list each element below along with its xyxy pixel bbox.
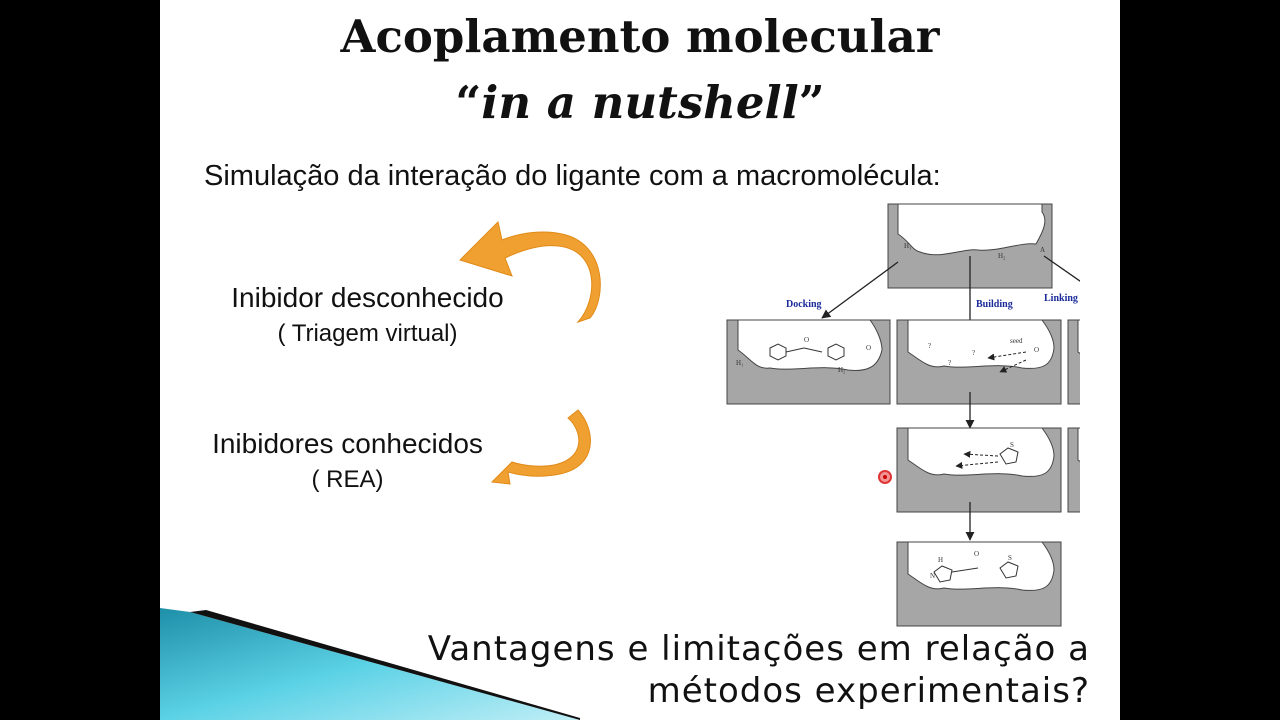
label-known-inhibitors: Inibidores conhecidos (212, 428, 483, 459)
closing-question: Vantagens e limitações em relação a méto… (370, 628, 1090, 712)
pocket-docking: O O H₁ H₂ (726, 319, 891, 405)
step2-s: S (1010, 441, 1014, 449)
final-s: S (1008, 554, 1012, 562)
pocket-linking-step2: O (1067, 427, 1080, 513)
curved-arrow-down-icon (490, 409, 591, 485)
label-unknown-inhibitor: Inibidor desconhecido (231, 282, 504, 313)
slide: Acoplamento molecular “in a nutshell” Si… (160, 0, 1120, 720)
docking-h2: H₂ (838, 366, 846, 374)
arrow-linking-icon (1043, 255, 1080, 282)
pocket-building: ? ? ? seed O (896, 319, 1062, 405)
building-q1: ? (928, 342, 931, 350)
building-oh: O (1034, 346, 1039, 354)
final-h: H (938, 556, 943, 564)
label-virtual-screening: ( Triagem virtual) (277, 320, 458, 347)
method-linking: Linking (1044, 293, 1078, 304)
building-q2: ? (948, 359, 951, 367)
label-rea: ( REA) (311, 466, 384, 493)
final-n: N (930, 572, 935, 580)
slide-title-line2: “in a nutshell” (160, 76, 1120, 129)
site-h1: H₁ (904, 242, 912, 250)
curved-arrows (459, 221, 601, 485)
building-q3: ? (972, 349, 975, 357)
method-docking: Docking (786, 299, 822, 310)
quote-close: ” (798, 76, 825, 129)
docking-h1: H₁ (736, 359, 744, 367)
corner-decoration (160, 608, 580, 720)
seed-label: seed (1010, 337, 1023, 345)
site-a: A (1040, 246, 1045, 254)
question-line2: métodos experimentais? (647, 671, 1090, 711)
pocket-building-step2: S (896, 427, 1062, 513)
curved-arrow-up-icon (459, 221, 601, 324)
pocket-final: H N S O (896, 541, 1062, 627)
question-line1: Vantagens e limitações em relação a (427, 629, 1090, 669)
pocket-linking: O (1067, 319, 1080, 405)
laser-pointer-icon (878, 470, 892, 484)
slide-title: Acoplamento molecular (340, 10, 940, 63)
docking-oh: O (866, 344, 871, 352)
method-building: Building (976, 299, 1013, 310)
title-emphasis: in a nutshell (481, 76, 799, 129)
docking-diagram: H₁ H₂ A Docking Building Linking O O (726, 203, 1080, 627)
final-o: O (974, 550, 979, 558)
docking-o: O (804, 336, 809, 344)
quote-open: “ (455, 76, 482, 129)
arrow-docking-icon (821, 261, 899, 319)
slide-subtitle: Simulação da interação do ligante com a … (204, 160, 941, 192)
site-h2: H₂ (998, 252, 1006, 260)
